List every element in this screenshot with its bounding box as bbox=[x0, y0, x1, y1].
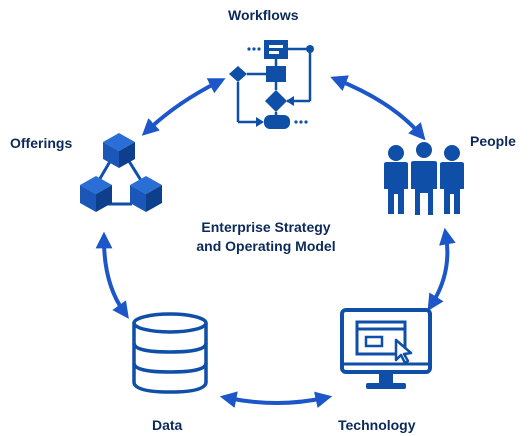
data-icon bbox=[132, 312, 208, 394]
center-title: Enterprise Strategy and Operating Model bbox=[170, 218, 362, 256]
label-offerings: Offerings bbox=[10, 135, 73, 151]
center-title-line-2: and Operating Model bbox=[196, 238, 336, 254]
label-people: People bbox=[470, 133, 516, 149]
arrow-data-technology bbox=[219, 391, 333, 408]
center-title-line-1: Enterprise Strategy bbox=[201, 219, 331, 235]
arrow-offerings-data bbox=[95, 231, 129, 319]
technology-icon bbox=[340, 308, 432, 389]
offerings-icon bbox=[80, 133, 162, 212]
people-icon bbox=[384, 140, 464, 217]
label-technology: Technology bbox=[338, 417, 416, 433]
label-data: Data bbox=[152, 417, 183, 433]
arrow-people-technology bbox=[427, 227, 456, 312]
label-workflows: Workflows bbox=[228, 7, 299, 23]
workflows-icon bbox=[229, 40, 314, 129]
arrow-workflows-offerings bbox=[141, 78, 226, 136]
arrow-workflows-people bbox=[330, 75, 426, 141]
